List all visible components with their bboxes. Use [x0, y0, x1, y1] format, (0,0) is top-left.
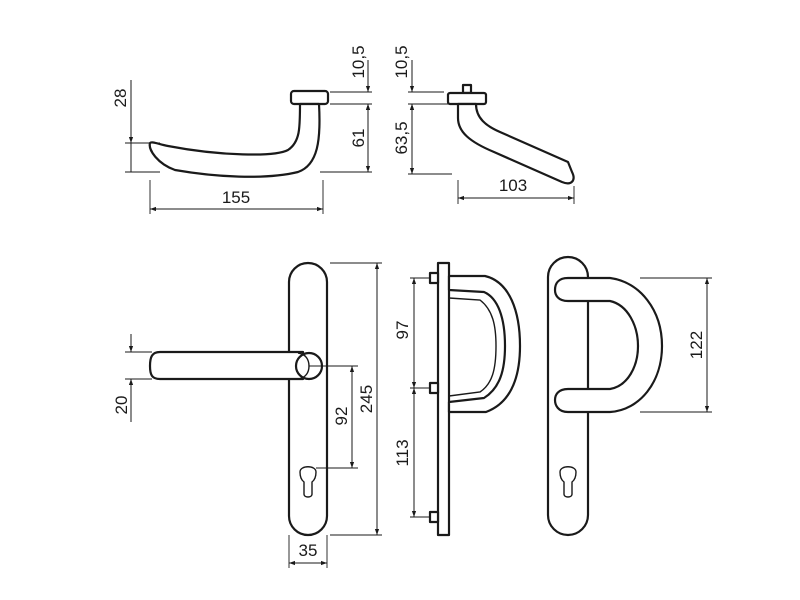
- lever-top-view: 10,5 63,5 103: [392, 45, 575, 204]
- label-plate-height: 245: [357, 385, 376, 413]
- pull-side-plate-cap-bottom: [428, 510, 440, 524]
- pull-side-bow-inner: [448, 297, 497, 397]
- lever-top-handle: [456, 102, 575, 185]
- label-pull-lower-spacing: 113: [393, 439, 412, 466]
- lever-top-rose: [446, 91, 488, 106]
- pull-side-plate: [436, 261, 451, 537]
- label-lever-side-length: 155: [222, 188, 250, 207]
- lever-side-view: 10,5 61 28 155: [111, 45, 372, 214]
- label-lever-top-drop: 63,5: [392, 121, 411, 154]
- label-lever-side-rose-height: 10,5: [349, 45, 368, 78]
- pull-side-plate-cap-middle: [428, 381, 440, 395]
- dim-lever-top-length: 103: [458, 176, 574, 201]
- label-lever-side-drop: 61: [349, 129, 368, 148]
- lever-side-rose: [289, 89, 330, 106]
- pull-side-bow: [447, 274, 522, 414]
- label-lever-top-rose-height: 10,5: [392, 45, 411, 78]
- front-lever-arm: [148, 350, 305, 381]
- dim-lever-side-drop: 61: [349, 104, 371, 172]
- lever-side-handle: [148, 102, 321, 178]
- dim-lever-top-rose-height: 10,5: [392, 45, 415, 120]
- pull-handle-side-view: 97 113: [393, 261, 522, 537]
- label-pull-handle-length: 122: [687, 331, 706, 359]
- dim-pull-lower-spacing: 113: [393, 388, 417, 517]
- label-lever-side-height: 28: [111, 89, 130, 108]
- pull-front-keyhole-icon: [559, 466, 577, 498]
- dim-plate-height: 245: [357, 263, 380, 535]
- pull-side-extension-lines: [410, 277, 430, 518]
- dim-lever-side-height: 28: [111, 80, 134, 172]
- dim-lever-top-drop: 63,5: [392, 104, 415, 174]
- dim-lever-side-rose-height: 10,5: [349, 45, 371, 120]
- dim-pull-upper-spacing: 97: [393, 278, 417, 388]
- dim-pull-handle-length: 122: [687, 278, 710, 412]
- pull-front-bow: [553, 276, 664, 414]
- pull-front-extension-lines: [640, 277, 712, 413]
- label-lever-top-length: 103: [499, 176, 527, 195]
- label-plate-handle-to-cylinder: 92: [332, 407, 351, 426]
- pull-side-plate-cap-top: [428, 271, 440, 285]
- label-lever-front-height: 20: [112, 396, 131, 415]
- front-keyhole-icon: [299, 466, 317, 498]
- pull-handle-front-view: 122: [546, 255, 712, 537]
- dim-plate-handle-to-cylinder: 92: [332, 366, 355, 468]
- dim-lever-front-height: 20: [112, 334, 134, 422]
- backplate: [287, 261, 329, 537]
- dim-lever-side-length: 155: [150, 188, 323, 212]
- label-plate-width: 35: [299, 541, 318, 560]
- lever-top-spindle: [461, 83, 473, 95]
- lever-plate-front-view: 20 92 245 35: [112, 261, 382, 568]
- dim-plate-width: 35: [289, 541, 327, 566]
- lever-top-extension-lines: [408, 91, 575, 204]
- label-pull-upper-spacing: 97: [393, 321, 412, 340]
